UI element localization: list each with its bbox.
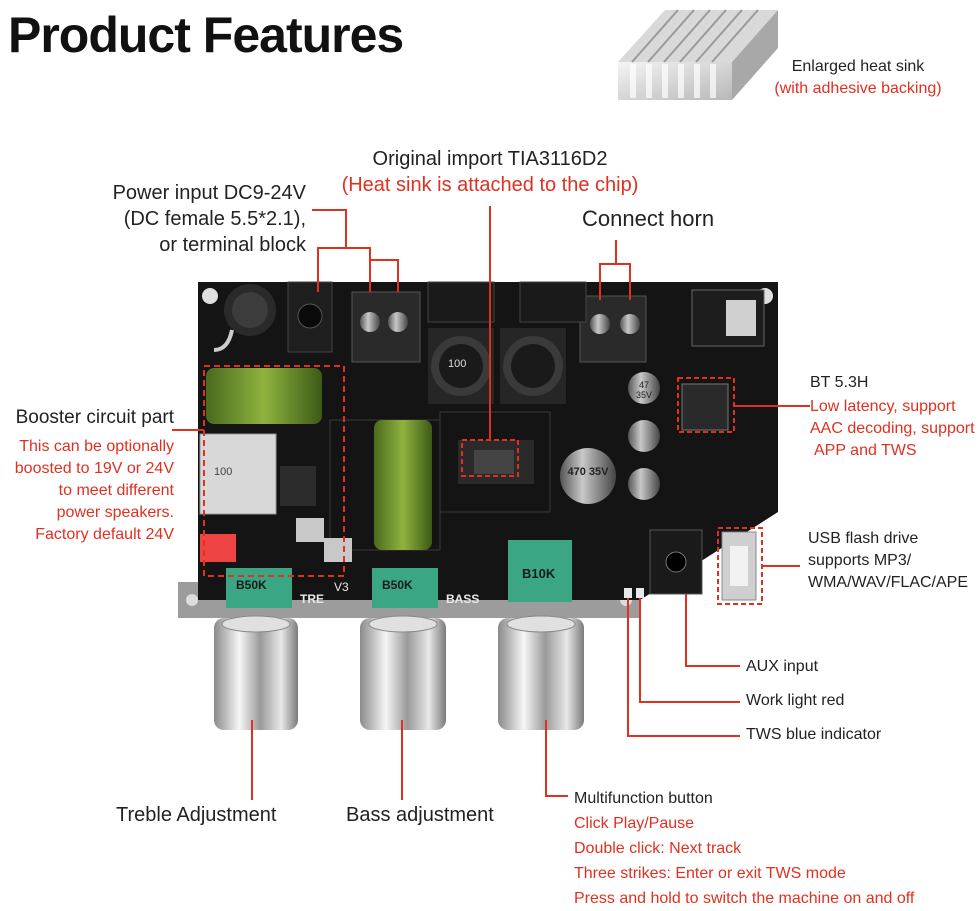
page-title: Product Features xyxy=(8,7,404,63)
heat-sink-line2: (with adhesive backing) xyxy=(774,80,942,97)
power-terminal xyxy=(351,291,421,363)
chip-label: Original import TIA3116D2 (Heat sink is … xyxy=(330,146,650,198)
knob-volume xyxy=(498,615,584,730)
aux-label: AUX input xyxy=(746,658,819,675)
bt-line-1: Low latency, support xyxy=(810,398,956,415)
bt-title: BT 5.3H xyxy=(810,374,869,391)
multifunction-line-3: Three strikes: Enter or exit TWS mode xyxy=(574,865,846,882)
horn-label: Connect horn xyxy=(582,206,715,231)
work-led xyxy=(636,588,644,598)
booster-highlight xyxy=(203,365,345,577)
green-capacitor-vertical xyxy=(374,420,432,550)
pot-volume-text: B10K xyxy=(522,566,556,581)
silk-tre: TRE xyxy=(300,592,324,606)
usb-label: USB flash drive supports MP3/ WMA/WAV/FL… xyxy=(808,528,968,594)
booster-line-5: Factory default 24V xyxy=(35,526,174,543)
booster-inductor-text: 100 xyxy=(214,466,233,478)
power-label: Power input DC9-24V (DC female 5.5*2.1),… xyxy=(90,180,306,258)
multifunction-title: Multifunction button xyxy=(574,790,713,807)
multifunction-line-1: Click Play/Pause xyxy=(574,815,695,832)
chip-line2: (Heat sink is attached to the chip) xyxy=(341,174,639,196)
multifunction-label: Multifunction button Click Play/Pause Do… xyxy=(574,786,914,911)
pot-bass-text: B50K xyxy=(382,578,413,592)
tws-led xyxy=(624,588,632,598)
booster-inductor xyxy=(199,433,277,515)
usb-line-3: WMA/WAV/FLAC/APE xyxy=(808,574,969,591)
silk-bass: BASS xyxy=(446,592,480,606)
green-capacitor-horizontal xyxy=(206,368,322,424)
voltage-switch xyxy=(200,534,236,562)
work-light-label: Work light red xyxy=(746,692,845,709)
heat-sink-line1: Enlarged heat sink xyxy=(791,58,925,75)
booster-line-3: to meet different xyxy=(58,482,174,499)
pot-treble-text: B50K xyxy=(236,578,267,592)
booster-line-1: This can be optionally xyxy=(19,438,174,455)
cap-small-text: 47 35V xyxy=(635,380,652,400)
treble-label: Treble Adjustment xyxy=(116,804,277,826)
multifunction-line-4: Press and hold to switch the machine on … xyxy=(574,890,915,907)
usb-line-1: USB flash drive xyxy=(808,530,919,547)
bass-label: Bass adjustment xyxy=(346,804,494,826)
cap-large-text: 470 35V xyxy=(567,466,609,478)
power-line2: (DC female 5.5*2.1), xyxy=(123,208,306,230)
power-line1: Power input DC9-24V xyxy=(112,182,306,204)
booster-title: Booster circuit part xyxy=(15,407,174,428)
power-line3: or terminal block xyxy=(159,234,306,256)
chip-line1: Original import TIA3116D2 xyxy=(372,148,608,170)
inductors xyxy=(427,281,587,404)
speaker-terminal xyxy=(579,295,647,363)
knob-bass xyxy=(360,615,446,730)
tws-indicator-label: TWS blue indicator xyxy=(746,726,882,743)
usb-line-2: supports MP3/ xyxy=(808,552,912,569)
bt-label: BT 5.3H Low latency, support AAC decodin… xyxy=(810,372,975,462)
main-capacitor xyxy=(560,448,616,504)
leader-lines xyxy=(172,206,810,800)
bt-line-2: AAC decoding, support xyxy=(810,420,975,437)
heat-sink-image xyxy=(618,9,778,100)
booster-label: Booster circuit part This can be optiona… xyxy=(0,406,174,546)
heat-sink-label: Enlarged heat sink (with adhesive backin… xyxy=(760,56,956,100)
inductor-text: 100 xyxy=(448,358,467,370)
booster-line-2: boosted to 19V or 24V xyxy=(14,460,174,477)
silk-v3: V3 xyxy=(334,580,349,594)
pot-bass xyxy=(372,568,438,608)
bt-line-3: APP and TWS xyxy=(814,442,917,459)
knob-treble xyxy=(214,615,298,730)
pot-volume xyxy=(508,540,572,602)
pot-treble xyxy=(226,568,292,608)
bt-chip xyxy=(681,383,729,431)
multifunction-line-2: Double click: Next track xyxy=(574,840,742,857)
booster-line-4: power speakers. xyxy=(56,504,174,521)
